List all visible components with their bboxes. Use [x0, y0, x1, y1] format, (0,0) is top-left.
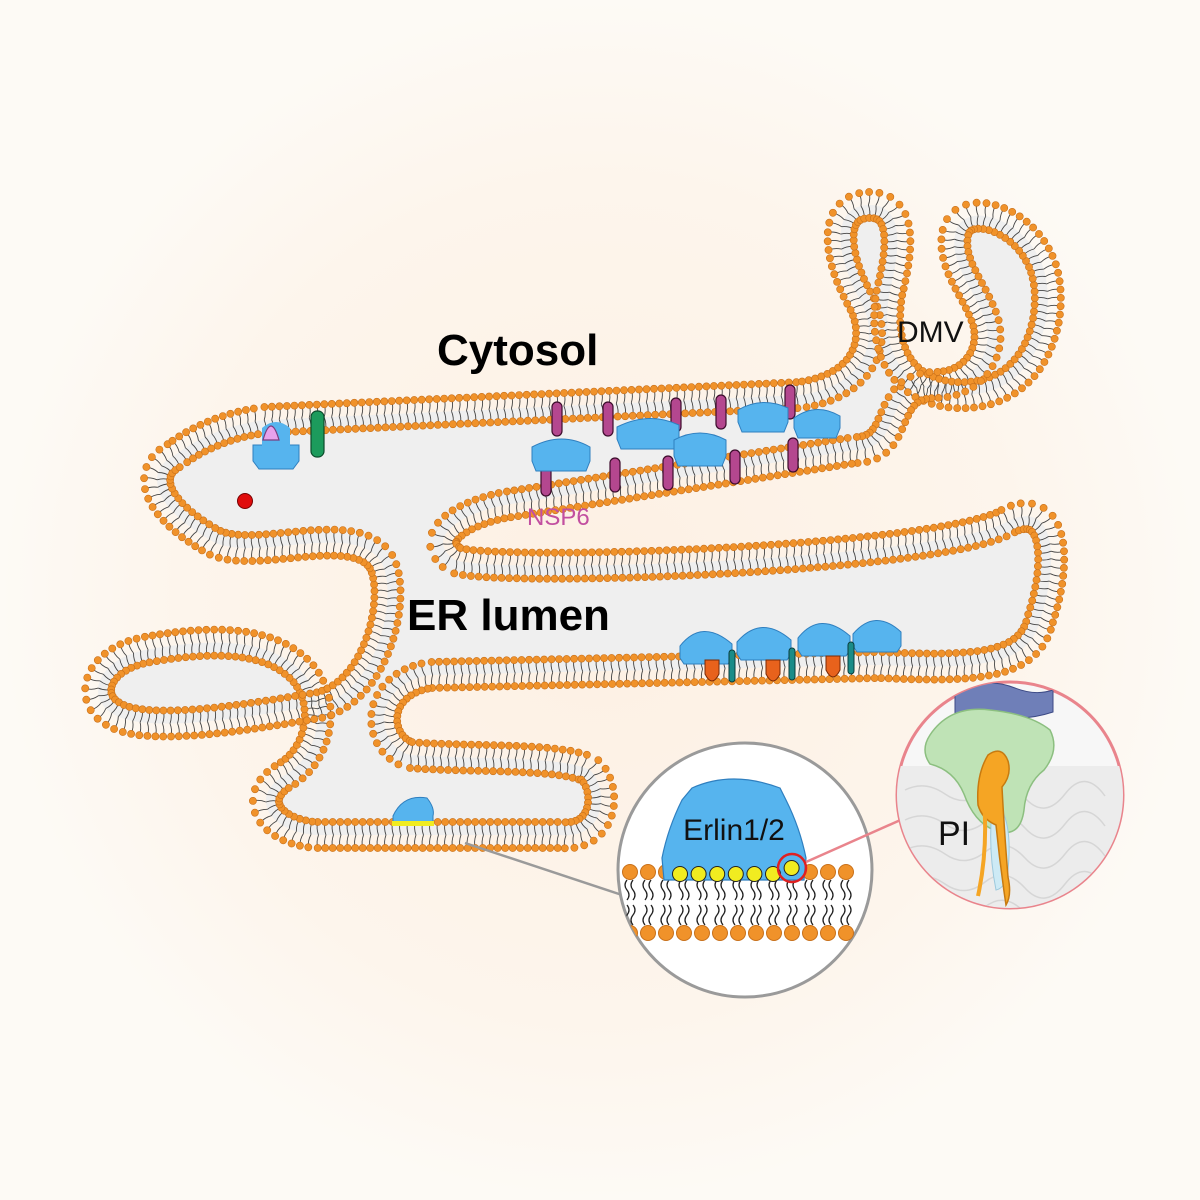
lipid-icon — [838, 925, 854, 941]
lipid-icon — [640, 864, 656, 880]
lipid-icon — [622, 864, 638, 880]
erlin-complex-icon — [661, 778, 807, 881]
orange-cap-icon — [765, 659, 781, 682]
pi-tail — [976, 799, 988, 897]
teal-band-icon — [728, 649, 736, 683]
lipid-icon — [838, 864, 854, 880]
lipid-icon — [694, 925, 710, 941]
pink-protein-icon — [262, 425, 280, 441]
pi-lipid-icon — [690, 866, 707, 882]
lipid-icon — [784, 925, 800, 941]
erlin-complex-icon — [737, 402, 789, 433]
dmv-label: DMV — [897, 316, 964, 349]
lipid-icon — [712, 925, 728, 941]
lipid-icon — [730, 925, 746, 941]
pi-lipid-icon — [727, 866, 744, 882]
erlin-complexes-lower — [679, 620, 902, 683]
erlin-label: Erlin1/2 — [683, 814, 785, 847]
lipid-icon — [820, 925, 836, 941]
pi-lipid-icon — [746, 866, 763, 882]
erlin-complex-icon — [616, 417, 680, 450]
teal-band-icon — [788, 647, 796, 681]
nsp6-protein-icon — [662, 455, 674, 491]
erlin-complex-icon — [531, 438, 591, 472]
lipid-icon — [658, 925, 674, 941]
nsp6-protein-icon — [609, 457, 621, 493]
red-dot — [237, 493, 253, 509]
pi-lipids — [672, 860, 800, 882]
teal-band-icon — [847, 641, 855, 675]
erlin-zoom-inset: Erlin1/2 — [616, 741, 874, 999]
pi-lipid-strip — [392, 821, 434, 826]
nsp6-protein-icon — [787, 437, 799, 473]
er-lumen-area — [98, 205, 1052, 836]
lipid-icon — [820, 864, 836, 880]
cytosol-label: Cytosol — [437, 326, 598, 375]
zoom-callout-line — [464, 841, 623, 897]
nsp6-protein-icon — [715, 394, 727, 430]
nsp6-label: NSP6 — [527, 504, 590, 531]
erlin-complex-icon — [392, 796, 434, 825]
orange-cap-icon — [704, 659, 720, 682]
lipid-icon — [802, 925, 818, 941]
membrane-proteins — [237, 384, 902, 826]
erlin-complexes-upper — [531, 402, 841, 472]
nsp6-protein-icon — [551, 401, 563, 437]
lipid-icon — [766, 925, 782, 941]
pi-lipid-icon — [976, 750, 1011, 908]
erlin-complex-icon — [852, 620, 902, 653]
er-lumen-label: ER lumen — [407, 591, 610, 640]
green-protein-icon — [310, 410, 325, 458]
nsp6-protein-icon — [602, 401, 614, 437]
erlin-complex-icon — [673, 432, 727, 467]
lipid-icon — [640, 925, 656, 941]
lipid-icon — [676, 925, 692, 941]
erlin-complex-small — [392, 796, 434, 826]
pi-lipid-icon — [709, 866, 726, 882]
nsp6-proteins — [540, 384, 799, 497]
pi-highlight-ring — [776, 852, 808, 884]
pi-lipid-icon — [672, 866, 688, 882]
lipid-icon — [748, 925, 764, 941]
pi-label: PI — [938, 815, 970, 853]
orange-cap-icon — [825, 655, 841, 678]
pi-lipid-icon — [783, 860, 800, 876]
pi-callout-line — [805, 816, 906, 864]
nsp6-protein-icon — [729, 449, 741, 485]
erlin-complex-icon — [793, 409, 841, 439]
